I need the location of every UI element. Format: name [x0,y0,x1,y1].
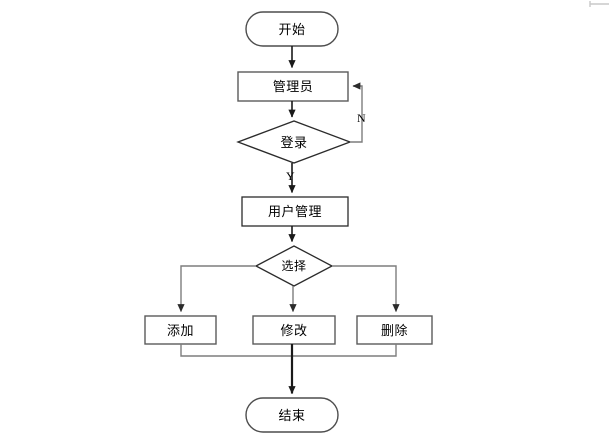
node-admin-hitarea[interactable] [238,72,348,101]
edge-delete-to-merge [292,344,397,357]
node-choice-hitarea[interactable] [256,246,332,286]
edge-add-to-merge [180,344,292,357]
node-delete-hitarea[interactable] [357,316,432,344]
edge-label-no: N [357,111,366,125]
edge-choice-to-delete [332,265,400,313]
node-edit-hitarea[interactable] [253,316,335,344]
node-end[interactable] [245,397,339,433]
node-usermgmt[interactable] [241,196,349,227]
edge-label-yes: Y [286,169,295,183]
node-end-hitarea[interactable] [246,398,338,432]
node-edit[interactable] [252,315,336,345]
node-start-hitarea[interactable] [246,12,338,46]
edge-choice-to-add [177,265,256,313]
node-add-hitarea[interactable] [145,316,216,344]
edge-login-no-to-admin [350,82,363,143]
node-admin[interactable] [237,71,349,102]
node-delete[interactable] [356,315,433,345]
node-usermgmt-hitarea[interactable] [242,197,348,226]
corner-mark-icon [589,1,609,7]
node-login-hitarea[interactable] [238,121,350,163]
